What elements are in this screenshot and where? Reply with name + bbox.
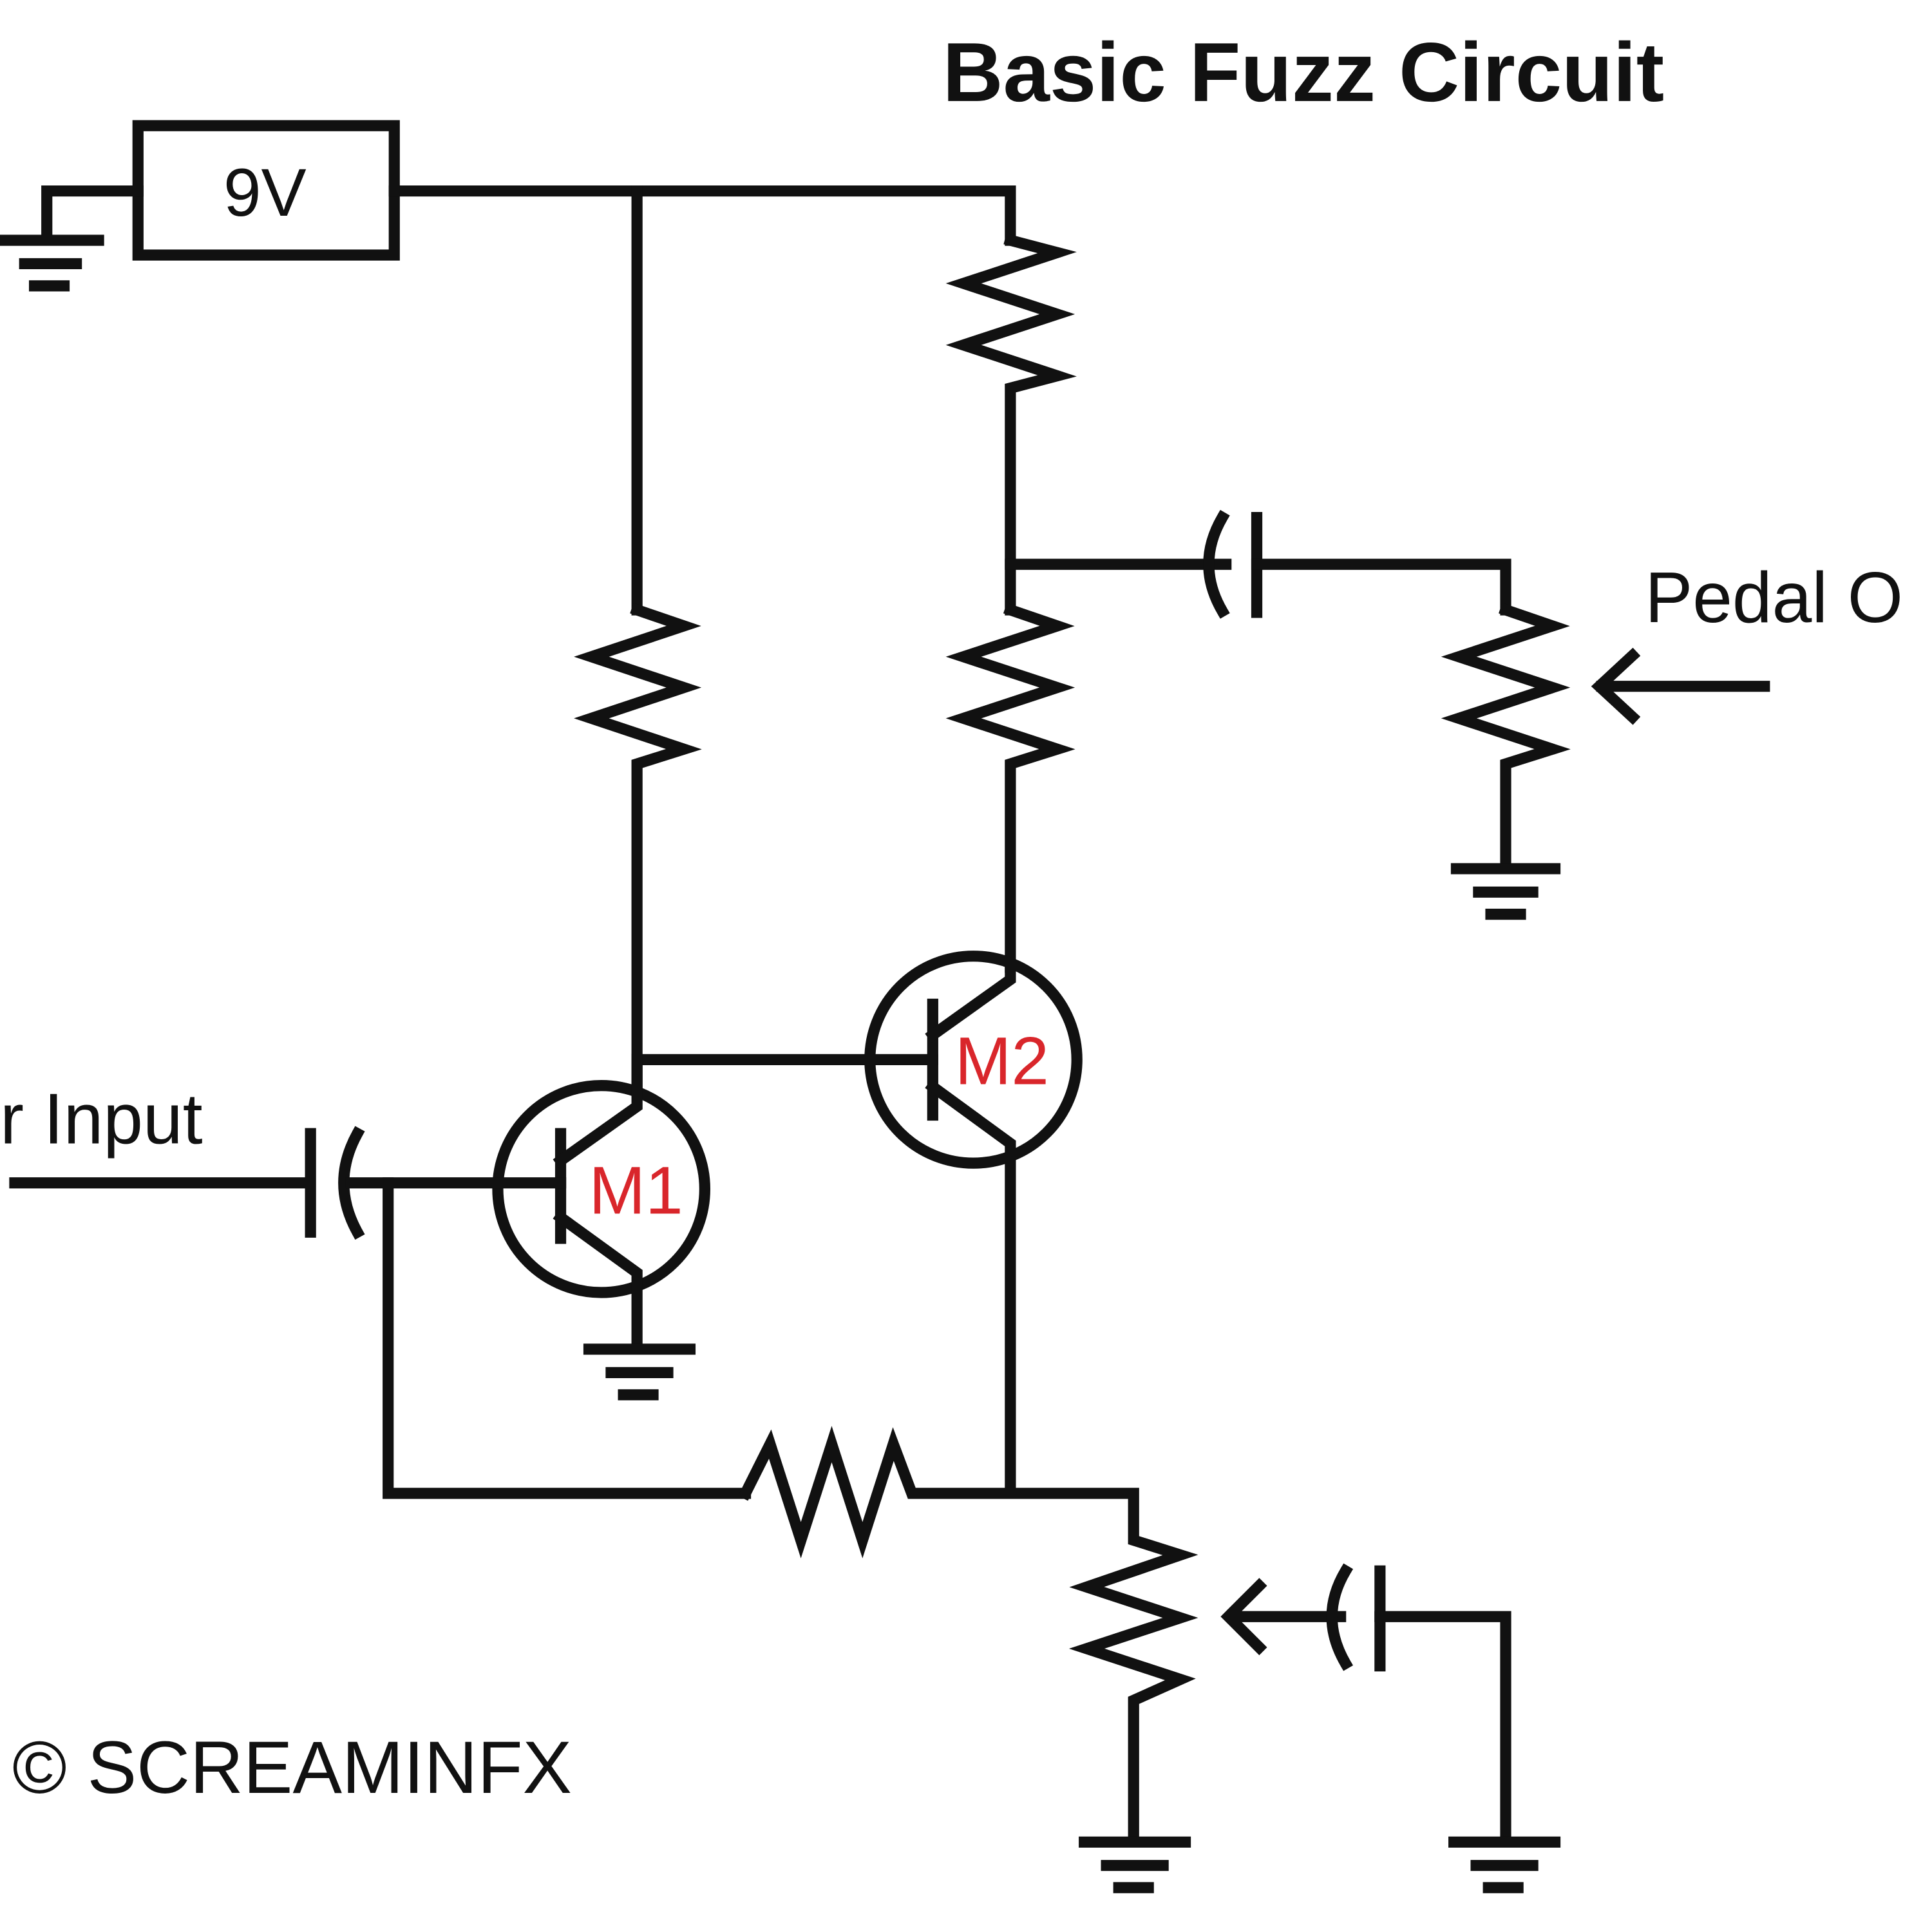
ground-icon [0, 234, 104, 292]
ground-icon [1450, 863, 1561, 920]
volume-potentiometer [1441, 603, 1571, 868]
ground-icon [1079, 1836, 1191, 1893]
output-wiper-arrow-icon [1591, 647, 1770, 725]
copyright-text: © SCREAMINFX [12, 1727, 572, 1809]
transistor-m2-label: M2 [955, 1024, 1049, 1099]
transistor-m1: M1 [492, 1054, 710, 1349]
wire-output-pot [1251, 558, 1511, 616]
resistor-m2-collector-bottom [945, 603, 1075, 973]
ground-icon [583, 1343, 696, 1401]
resistor-m2-collector-top [945, 233, 1077, 616]
resistor-m1-collector [574, 603, 702, 1090]
diagram-title: Basic Fuzz Circuit [943, 25, 1664, 119]
wire-bypass-ground [1374, 1611, 1511, 1842]
ground-icon [1448, 1836, 1561, 1893]
supply-rail [388, 185, 1016, 246]
transistor-m2: M2 [864, 951, 1083, 1499]
battery-label: 9V [223, 155, 307, 231]
input-capacitor [305, 1126, 365, 1240]
transistor-m1-label: M1 [589, 1153, 683, 1229]
wire-feedback [383, 1177, 752, 1499]
battery-ground-wire [41, 185, 144, 242]
output-label: Pedal O [1645, 558, 1903, 638]
battery-9v: 9V [132, 120, 400, 261]
fuzz-wiper-arrow-icon [1220, 1578, 1347, 1656]
input-label: r Input [0, 1079, 203, 1159]
resistor-feedback [737, 1426, 1016, 1558]
fuzz-potentiometer [1005, 1488, 1198, 1842]
